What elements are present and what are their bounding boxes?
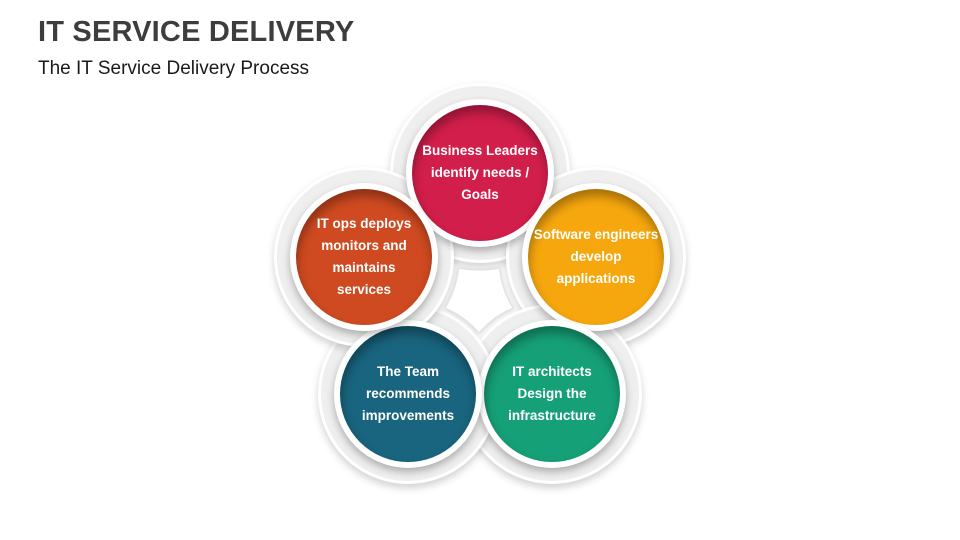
node-label-line: monitors and <box>321 238 407 253</box>
node-label-line: recommends <box>365 386 451 401</box>
node-label-line: develop <box>570 249 622 264</box>
node-label-line: applications <box>556 271 636 286</box>
slide-subtitle: The IT Service Delivery Process <box>38 58 310 79</box>
node-business-leaders: Business Leaders identify needs / Goals <box>406 99 554 247</box>
center-pentagon <box>444 267 514 334</box>
node-label-line: services <box>336 282 392 297</box>
node-label-line: improvements <box>361 408 455 423</box>
node-label-line: infrastructure <box>508 408 596 423</box>
node-label-line: identify needs / <box>430 165 530 180</box>
node-label-line: Design the <box>517 386 587 401</box>
node-software-engineers: Software engineers develop applications <box>522 183 670 331</box>
node-label-line: maintains <box>332 260 396 275</box>
node-it-architects: IT architects Design the infrastructure <box>478 320 626 468</box>
node-label-line: The Team <box>376 364 439 379</box>
slide-title: IT SERVICE DELIVERY <box>38 16 355 48</box>
node-label-line: Business Leaders <box>422 143 538 158</box>
node-label-line: Goals <box>461 187 499 202</box>
node-label-line: IT ops deploys <box>316 216 412 231</box>
node-label-line: IT architects <box>512 364 592 379</box>
node-label-line: Software engineers <box>533 227 659 242</box>
node-the-team: The Team recommends improvements <box>334 320 482 468</box>
pentagon-shape <box>444 267 514 334</box>
node-it-ops: IT ops deploys monitors and maintains se… <box>290 183 438 331</box>
